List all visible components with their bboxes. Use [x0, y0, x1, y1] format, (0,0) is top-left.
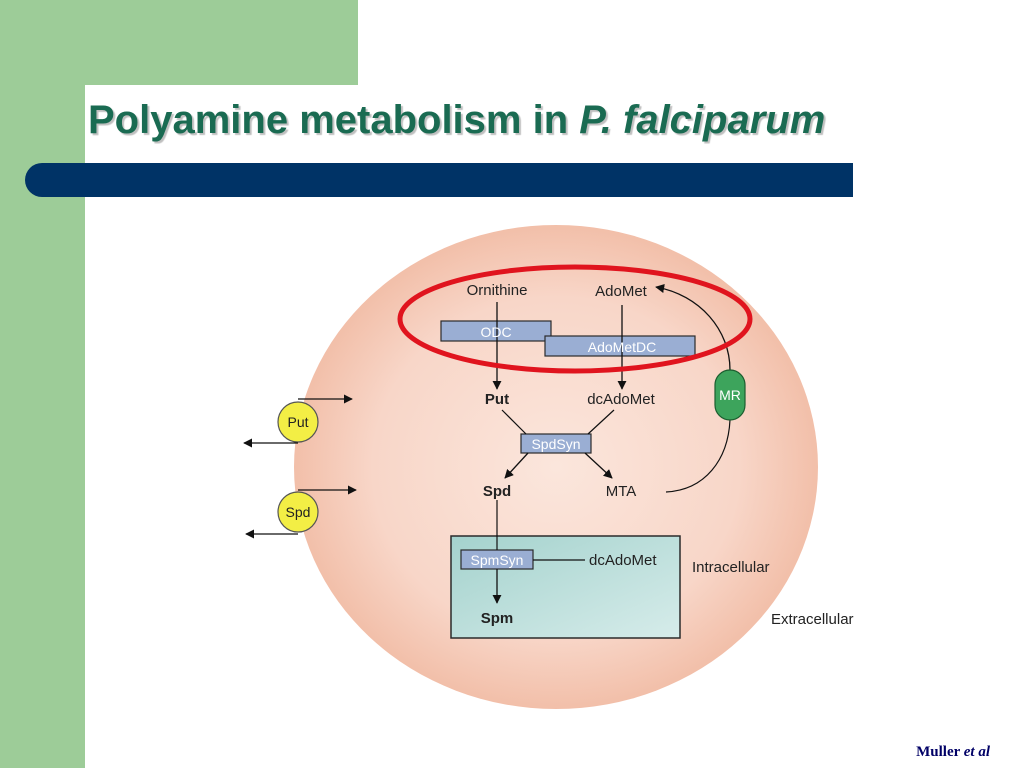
dcadomet-label: dcAdoMet — [587, 391, 655, 408]
odc-label: ODC — [480, 324, 511, 340]
title-underline-bar — [25, 163, 853, 197]
mta-label: MTA — [606, 483, 637, 500]
green-side-strip — [0, 0, 85, 768]
spdsyn-to-spd-arrow — [504, 452, 529, 479]
odc-adometdc-connector — [546, 337, 552, 340]
extracellular-label: Extracellular — [771, 611, 854, 628]
put-transporter-label: Put — [287, 414, 308, 430]
intracellular-label: Intracellular — [692, 559, 770, 576]
highlight-ellipse — [397, 264, 753, 374]
slide-title-main: Polyamine metabolism in — [88, 98, 580, 142]
citation-author: Muller — [916, 744, 964, 760]
spm-label: Spm — [481, 610, 514, 627]
spd-transporter — [277, 491, 319, 533]
spdsyn-to-mta-arrow — [584, 452, 613, 479]
adomet-label: AdoMet — [595, 283, 648, 300]
put-transporter — [277, 401, 319, 443]
slide-title: Polyamine metabolism in P. falciparum — [88, 100, 825, 140]
adometdc-label: AdoMetDC — [588, 339, 656, 355]
put-to-spdsyn-line — [501, 409, 527, 435]
spdsyn-label: SpdSyn — [531, 436, 580, 452]
green-top-block — [0, 0, 358, 85]
adometdc-enzyme-box — [544, 335, 696, 357]
spmsyn-label: SpmSyn — [471, 552, 524, 568]
spd-label: Spd — [483, 483, 511, 500]
odc-enzyme-box — [440, 320, 552, 342]
mr-label: MR — [719, 387, 741, 403]
dcadomet-spm-label: dcAdoMet — [589, 552, 657, 569]
slide-title-organism: P. falciparum — [579, 98, 826, 142]
ornithine-label: Ornithine — [467, 282, 528, 299]
mta-to-mr-curve — [665, 419, 731, 493]
spd-transporter-label: Spd — [286, 504, 311, 520]
mr-capsule — [714, 369, 746, 421]
citation: Muller et al — [916, 744, 990, 761]
put-label: Put — [485, 391, 509, 408]
citation-et-al: et al — [963, 744, 990, 760]
mr-to-adomet-arrow — [655, 283, 731, 371]
spdsyn-enzyme-box — [520, 433, 592, 454]
dcadomet-to-spdsyn-line — [587, 409, 615, 435]
